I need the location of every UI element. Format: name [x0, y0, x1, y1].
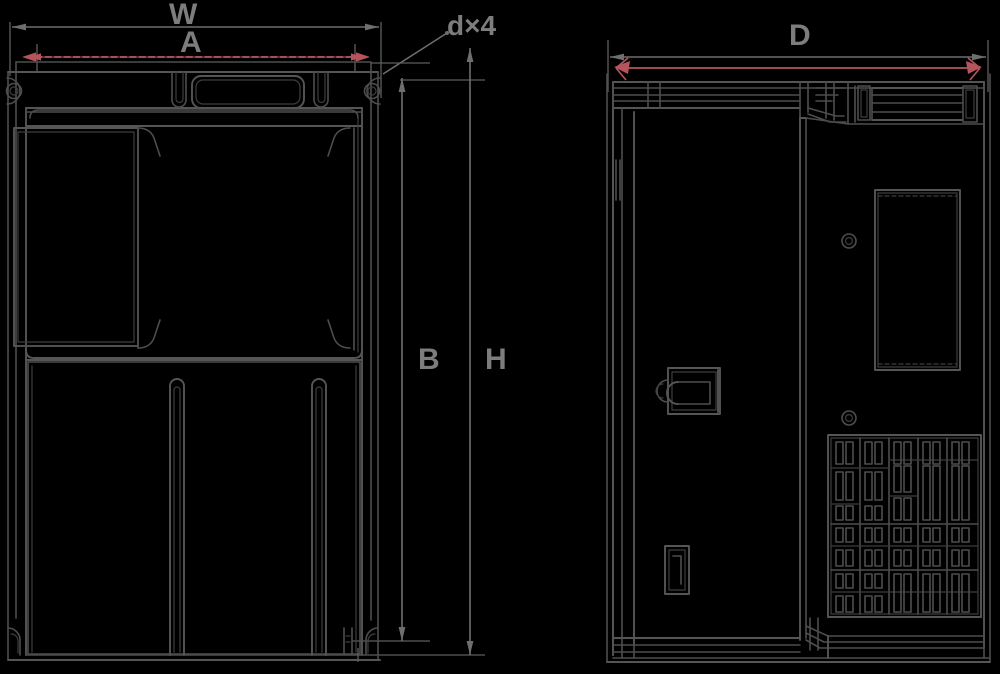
side-main-body: [612, 107, 807, 656]
side-access-panel: [874, 189, 961, 371]
dimension-label-hole-callout: d×4: [447, 10, 497, 41]
front-body-outline: [7, 61, 381, 661]
dimension-H: [358, 48, 485, 656]
front-cover-panel: [13, 109, 363, 359]
lower-slot-left: [169, 378, 185, 656]
dimension-W: [9, 22, 382, 98]
dimension-label-H: H: [485, 343, 507, 376]
dimension-label-A: A: [180, 26, 202, 59]
side-top-fin-block: [799, 81, 985, 125]
lower-slot-right: [311, 378, 327, 656]
dimension-A: [22, 44, 370, 72]
vent-slot-right: [313, 71, 329, 108]
mounting-hole-bottom-left: [7, 627, 21, 656]
side-hole-lower: [841, 410, 857, 426]
dimension-B: [352, 62, 430, 642]
hole-callout-leader: [382, 31, 449, 75]
side-hole-upper: [841, 233, 857, 249]
side-lower-port: [664, 545, 690, 595]
vent-slot-left: [171, 71, 187, 108]
mounting-hole-bottom-right: [365, 627, 379, 656]
dimension-label-B: B: [418, 343, 440, 376]
side-body-outline: [606, 73, 991, 663]
dimension-label-W: W: [169, 0, 198, 31]
mounting-hole-top-left: [5, 77, 23, 105]
front-lower-panel: [25, 359, 363, 656]
side-view-group: [606, 40, 991, 663]
nameplate-recess: [191, 75, 305, 109]
side-base-step: [612, 616, 991, 659]
side-connector-latch: [655, 367, 721, 415]
front-upper-band: [25, 107, 363, 113]
side-vent-grille: [827, 434, 982, 618]
dimension-label-D: D: [789, 19, 811, 52]
front-view-group: [5, 22, 485, 662]
dimension-D: [607, 40, 989, 92]
side-top-housing: [612, 81, 985, 125]
mounting-hole-top-right: [363, 77, 381, 105]
